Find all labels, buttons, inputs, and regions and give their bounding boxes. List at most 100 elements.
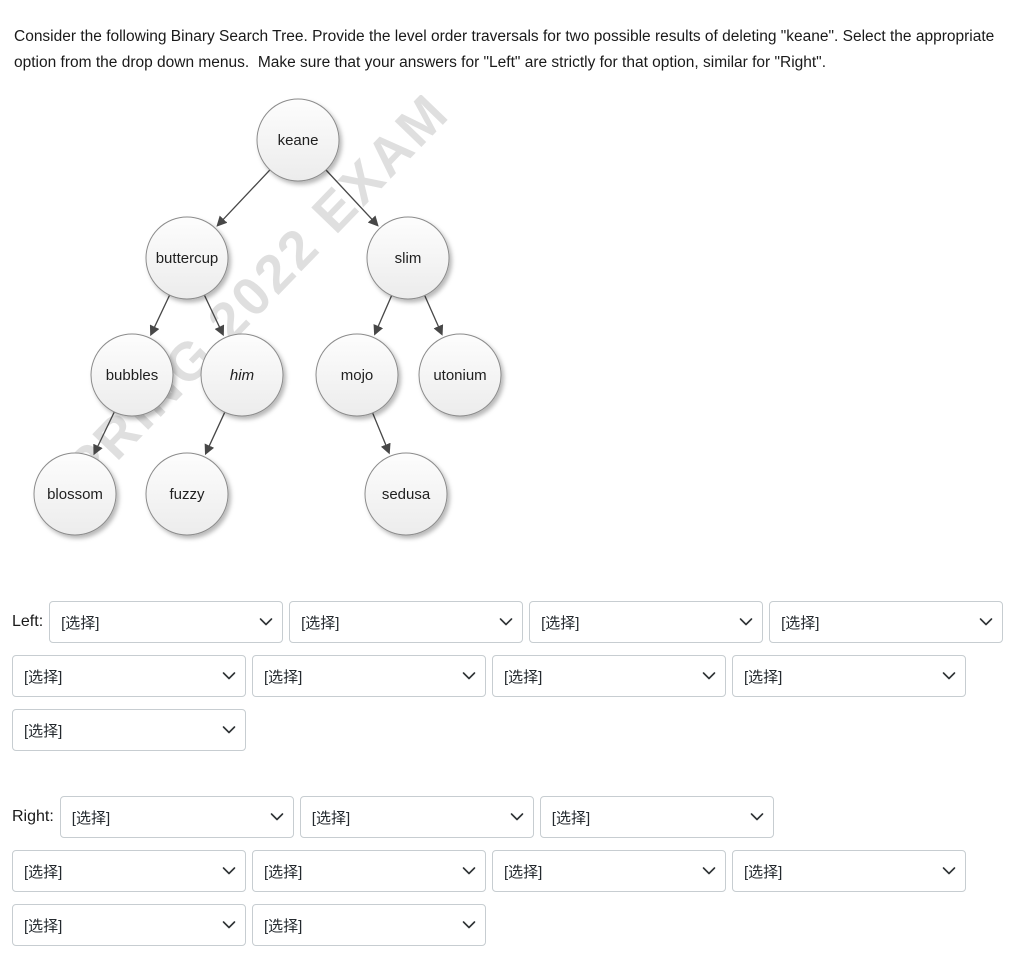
- dropdown-selected-value: [选择]: [551, 809, 591, 827]
- chevron-down-icon: [462, 867, 476, 876]
- right-dropdown-2[interactable]: [选择]: [299, 796, 534, 838]
- chevron-down-icon: [510, 813, 524, 822]
- right-dropdown-5[interactable]: [选择]: [252, 850, 486, 892]
- left-dropdown-4[interactable]: [选择]: [769, 601, 1004, 643]
- right-dropdown-row-3: [选择] [选择]: [12, 904, 1024, 946]
- chevron-down-icon: [259, 618, 273, 627]
- right-dropdown-9[interactable]: [选择]: [252, 904, 486, 946]
- node-circle: [418, 333, 502, 417]
- tree-node-blossom: blossom: [33, 452, 117, 536]
- edge-him-fuzzy: [204, 411, 226, 456]
- edge-mojo-sedusa: [371, 412, 391, 455]
- node-circle: [366, 216, 450, 300]
- dropdown-selected-value: [选择]: [61, 614, 100, 632]
- node-circle: [145, 216, 229, 300]
- dropdown-selected-value: [选择]: [264, 863, 303, 881]
- tree-node-fuzzy: fuzzy: [145, 452, 229, 536]
- tree-node-buttercup: buttercup: [145, 216, 229, 300]
- chevron-down-icon: [222, 867, 236, 876]
- node-circle: [256, 98, 340, 182]
- chevron-down-icon: [462, 921, 476, 930]
- dropdown-selected-value: [选择]: [264, 917, 303, 935]
- node-circle: [33, 452, 117, 536]
- tree-node-sedusa: sedusa: [364, 452, 448, 536]
- right-dropdown-4[interactable]: [选择]: [12, 850, 246, 892]
- edge-keane-slim: [325, 169, 379, 227]
- left-dropdown-7[interactable]: [选择]: [492, 655, 726, 697]
- chevron-down-icon: [702, 672, 716, 681]
- right-dropdown-8[interactable]: [选择]: [12, 904, 246, 946]
- left-dropdown-row-2: [选择] [选择] [选择] [选择]: [12, 655, 1024, 697]
- right-dropdown-row-2: [选择] [选择] [选择] [选择]: [12, 850, 1024, 892]
- edge-buttercup-bubbles: [149, 294, 171, 337]
- tree-node-utonium: utonium: [418, 333, 502, 417]
- tree-node-him: him: [200, 333, 284, 417]
- chevron-down-icon: [739, 618, 753, 627]
- left-dropdown-9[interactable]: [选择]: [12, 709, 246, 751]
- node-circle: [364, 452, 448, 536]
- node-label: fuzzy: [169, 486, 205, 503]
- node-circle: [200, 333, 284, 417]
- edge-buttercup-him: [203, 294, 225, 337]
- edge-keane-buttercup: [216, 169, 271, 227]
- chevron-down-icon: [270, 813, 284, 822]
- dropdown-selected-value: [选择]: [71, 809, 111, 827]
- left-dropdown-8[interactable]: [选择]: [732, 655, 966, 697]
- dropdown-selected-value: [选择]: [744, 668, 783, 686]
- question-text: Consider the following Binary Search Tre…: [14, 28, 999, 71]
- chevron-down-icon: [462, 672, 476, 681]
- dropdown-selected-value: [选择]: [264, 668, 303, 686]
- chevron-down-icon: [750, 813, 764, 822]
- edge-slim-mojo: [373, 295, 393, 336]
- dropdown-selected-value: [选择]: [311, 809, 351, 827]
- chevron-down-icon: [222, 726, 236, 735]
- left-dropdown-3[interactable]: [选择]: [529, 601, 764, 643]
- left-dropdown-5[interactable]: [选择]: [12, 655, 246, 697]
- tree-node-bubbles: bubbles: [90, 333, 174, 417]
- left-dropdown-row-1: Left:[选择][选择][选择][选择]: [12, 601, 1024, 643]
- node-circle: [145, 452, 229, 536]
- chevron-down-icon: [942, 672, 956, 681]
- left-dropdown-6[interactable]: [选择]: [252, 655, 486, 697]
- right-dropdown-3[interactable]: [选择]: [539, 796, 774, 838]
- chevron-down-icon: [222, 921, 236, 930]
- dropdown-selected-value: [选择]: [541, 614, 580, 632]
- left-dropdown-row-3: [选择]: [12, 709, 1024, 751]
- node-label: bubbles: [106, 367, 159, 384]
- right-dropdown-6[interactable]: [选择]: [492, 850, 726, 892]
- dropdown-selected-value: [选择]: [504, 668, 543, 686]
- node-label: sedusa: [382, 486, 431, 503]
- right-dropdown-row-1: Right: [选择] [选择] [选择]: [12, 796, 1024, 838]
- dropdown-selected-value: [选择]: [24, 863, 63, 881]
- node-label: slim: [395, 250, 422, 267]
- left-dropdown-1[interactable]: [选择]: [49, 601, 284, 643]
- tree-node-keane: keane: [256, 98, 340, 182]
- node-label: blossom: [47, 486, 103, 503]
- tree-edges: [93, 169, 444, 456]
- chevron-down-icon: [979, 618, 993, 627]
- dropdown-selected-value: [选择]: [301, 614, 340, 632]
- node-label: mojo: [341, 367, 374, 384]
- dropdown-selected-value: [选择]: [24, 668, 63, 686]
- chevron-down-icon: [222, 672, 236, 681]
- right-answer-section: Right:[选择][选择][选择][选择][选择][选择][选择][选择][选…: [0, 796, 1024, 946]
- dropdown-selected-value: [选择]: [24, 722, 63, 740]
- node-label: buttercup: [156, 250, 219, 267]
- dropdown-selected-value: [选择]: [781, 614, 820, 632]
- node-circle: [90, 333, 174, 417]
- chevron-down-icon: [499, 618, 513, 627]
- right-dropdown-1[interactable]: [选择]: [59, 796, 294, 838]
- node-label: utonium: [433, 367, 486, 384]
- dropdown-selected-value: [选择]: [24, 917, 63, 935]
- node-label: him: [230, 367, 254, 384]
- edge-bubbles-blossom: [93, 411, 115, 456]
- dropdown-selected-value: [选择]: [744, 863, 783, 881]
- node-label: keane: [278, 132, 319, 149]
- left-answer-section: Left:[选择][选择][选择][选择][选择][选择][选择][选择][选择…: [0, 601, 1024, 751]
- left-dropdown-2[interactable]: [选择]: [289, 601, 524, 643]
- right-dropdown-7[interactable]: [选择]: [732, 850, 966, 892]
- right-section-label: Right:: [12, 808, 54, 825]
- node-circle: [315, 333, 399, 417]
